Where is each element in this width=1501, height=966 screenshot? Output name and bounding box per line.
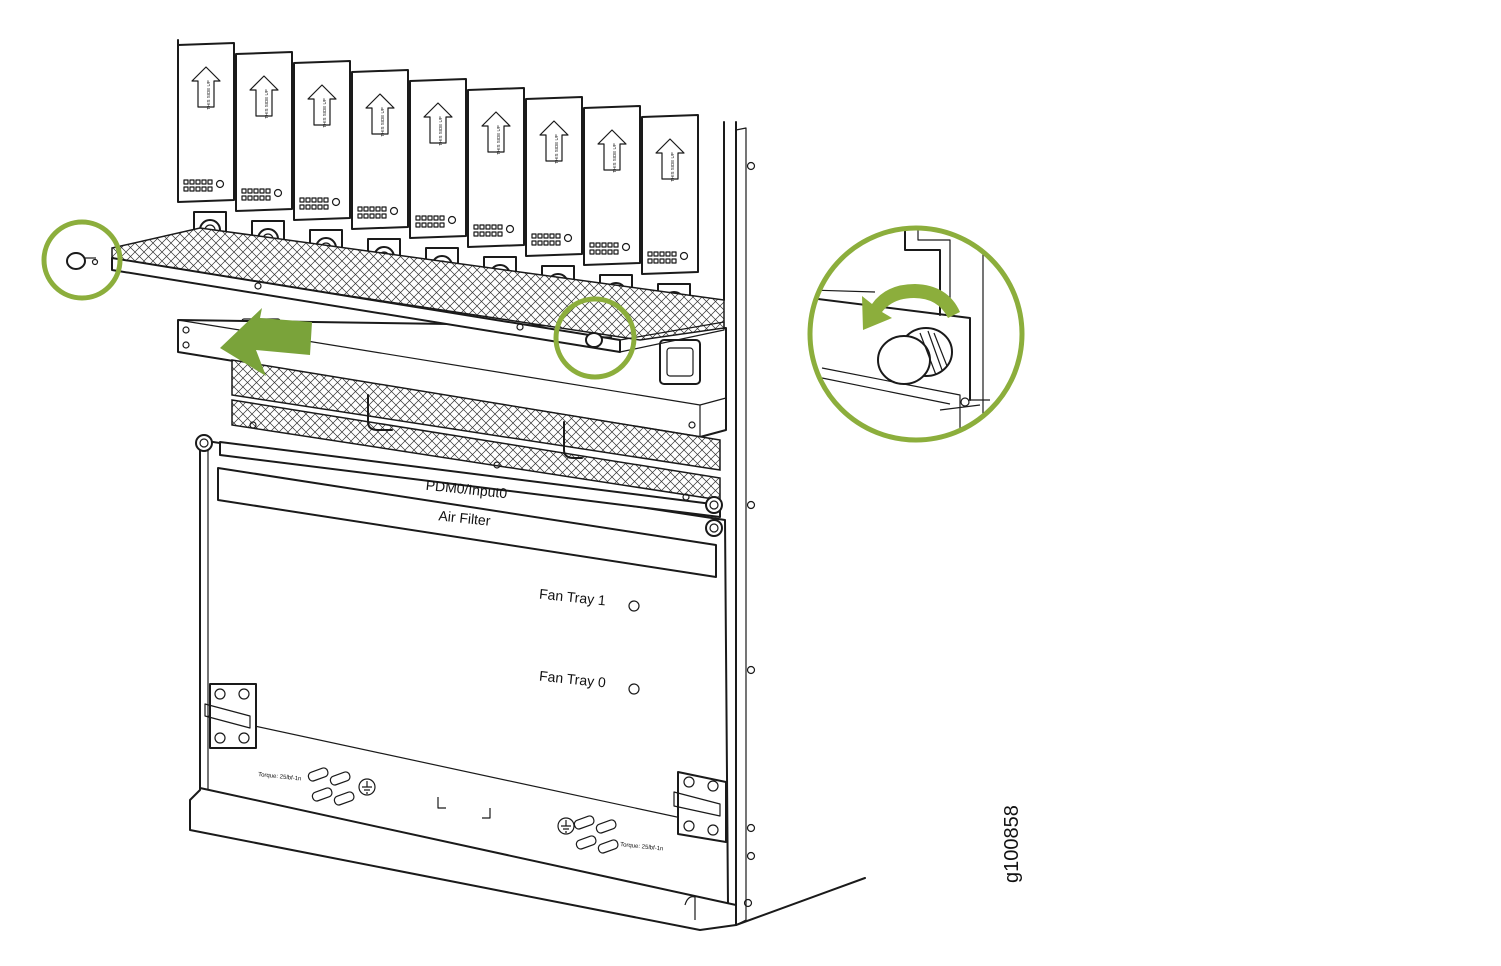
power-distribution-module	[177, 319, 727, 537]
tray-thumbscrew-right[interactable]	[585, 332, 612, 348]
tray-thumbscrew-left[interactable]	[66, 252, 96, 270]
power-supply-unit: THIS SIDE UP	[177, 42, 235, 243]
this-side-up-label: THIS SIDE UP	[322, 98, 327, 128]
fan-tray-1-led	[628, 600, 640, 612]
this-side-up-arrow-icon	[539, 120, 569, 162]
this-side-up-arrow-icon	[597, 129, 627, 171]
power-supply-unit: THIS SIDE UP	[235, 51, 293, 342]
chassis	[177, 39, 866, 931]
this-side-up-label: THIS SIDE UP	[380, 107, 385, 137]
this-side-up-label: THIS SIDE UP	[496, 125, 501, 155]
highlight-right-screw	[553, 296, 637, 380]
right-latch	[673, 771, 727, 843]
this-side-up-arrow-icon	[307, 84, 337, 126]
figure-id: g100858	[1001, 805, 1023, 883]
fan-tray-1-label: Fan Tray 1	[538, 586, 606, 609]
ground-symbol-icon	[358, 778, 376, 796]
this-side-up-arrow-icon	[249, 75, 279, 117]
this-side-up-label: THIS SIDE UP	[612, 143, 617, 173]
this-side-up-label: THIS SIDE UP	[206, 80, 211, 110]
this-side-up-arrow-icon	[191, 66, 221, 108]
ground-studs-right	[573, 815, 619, 854]
air-filter-tray	[91, 227, 725, 353]
this-side-up-arrow-icon	[423, 102, 453, 144]
ground-symbol-icon	[557, 817, 575, 835]
highlight-left-screw	[41, 219, 123, 301]
this-side-up-label: THIS SIDE UP	[264, 89, 269, 119]
torque-label-right: Torque: 25lbf-1n	[620, 842, 664, 853]
this-side-up-label: THIS SIDE UP	[670, 152, 675, 182]
this-side-up-arrow-icon	[481, 111, 511, 153]
power-supply-unit: THIS SIDE UP	[641, 114, 699, 315]
counterclockwise-rotate-icon	[862, 284, 960, 330]
this-side-up-arrow-icon	[365, 93, 395, 135]
zoom-highlight-circle	[807, 225, 1025, 443]
remove-direction-arrow	[220, 308, 312, 376]
zoom-inset	[807, 225, 1025, 443]
fan-tray-0-label: Fan Tray 0	[538, 668, 606, 691]
this-side-up-label: THIS SIDE UP	[554, 134, 559, 164]
this-side-up-label: THIS SIDE UP	[438, 116, 443, 146]
left-latch	[204, 683, 257, 749]
this-side-up-arrow-icon	[655, 138, 685, 180]
torque-label-left: Torque: 25lbf-1n	[258, 772, 302, 783]
ground-studs-left	[307, 767, 355, 806]
air-filter-bar	[217, 467, 717, 578]
fan-tray-0-led	[628, 683, 640, 695]
air-filter-label: Air Filter	[438, 507, 492, 528]
